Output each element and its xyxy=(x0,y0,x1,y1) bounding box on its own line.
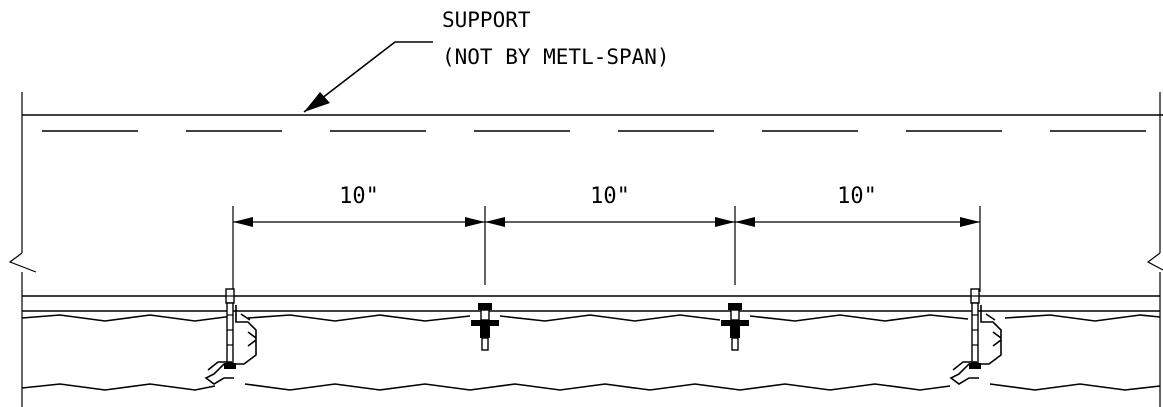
panel-clip-icon xyxy=(949,305,1002,385)
dimension-label: 10" xyxy=(339,184,379,209)
joint-fastener-left xyxy=(204,288,257,385)
screw-with-washer-icon xyxy=(721,303,749,351)
dimension-string: 10" 10" 10" xyxy=(232,184,981,292)
stitch-fastener-1 xyxy=(471,303,499,351)
break-line-right xyxy=(1146,92,1163,407)
panel-upper-profile xyxy=(21,314,1161,322)
leader-line xyxy=(303,41,433,113)
support-label-line1: SUPPORT xyxy=(442,8,531,32)
dimension-label: 10" xyxy=(590,184,630,209)
dimension-arrowhead xyxy=(485,217,505,227)
break-line-left xyxy=(8,92,37,407)
dimension-arrowhead xyxy=(735,217,755,227)
insulated-panel xyxy=(21,295,1161,391)
panel-clip-icon xyxy=(204,305,257,385)
break-line-icon xyxy=(1146,252,1163,271)
break-line-icon xyxy=(8,252,37,273)
dimension-arrowhead xyxy=(233,217,253,227)
panel-lower-profile xyxy=(21,383,1161,391)
joint-fastener-right xyxy=(949,288,1002,385)
screw-with-washer-icon xyxy=(969,288,981,369)
support-label-line2: (NOT BY METL-SPAN) xyxy=(442,45,670,69)
screw-with-washer-icon xyxy=(471,303,499,351)
dimension-label: 10" xyxy=(837,184,877,209)
dimension-arrowhead xyxy=(960,217,980,227)
dimension-arrowhead xyxy=(715,217,735,227)
screw-with-washer-icon xyxy=(224,288,236,369)
dimension-arrowhead xyxy=(465,217,485,227)
stitch-fastener-2 xyxy=(721,303,749,351)
support-callout: SUPPORT (NOT BY METL-SPAN) xyxy=(303,8,670,113)
leader-arrowhead xyxy=(304,92,330,112)
support-member xyxy=(22,114,1163,132)
